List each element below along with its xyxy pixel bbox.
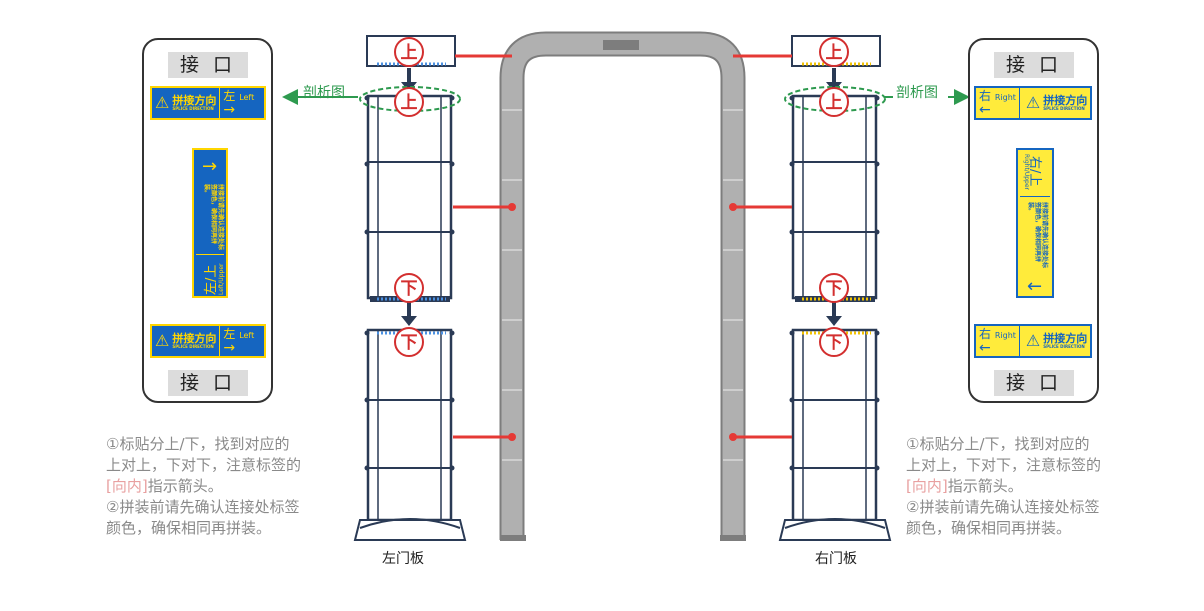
badge-up-text: 上 xyxy=(826,43,843,63)
left-instructions: ①标贴分上/下，找到对应的 上对上，下对下，注意标签的 [向内]指示箭头。 ②拼… xyxy=(106,435,302,537)
badge-up-right-top xyxy=(819,37,849,67)
badge-down-left-bottom xyxy=(394,327,424,357)
arrow-left-icon: ← xyxy=(979,102,991,118)
arrow-left-icon: ← xyxy=(1027,276,1043,297)
badge-up-left-bottom xyxy=(394,87,424,117)
warning-icon: ⚠ xyxy=(155,93,170,112)
badge-down-right-top xyxy=(819,273,849,303)
section-view-label-left: 剖析图 xyxy=(303,85,345,101)
arrow-right-icon: → xyxy=(202,156,218,177)
badge-down-left-top xyxy=(394,273,424,303)
badge-up-text: 上 xyxy=(826,93,843,113)
arrow-right-icon: → xyxy=(223,340,236,356)
left-splice-label-vertical: → 拼接前请先确认连接处标签颜色，确保相同再拼装。 左/上 Left/Upper xyxy=(192,148,228,298)
left-label-card: 接 口 ⚠ 拼接方向 SPLICE DIRECTION 左 Left → → 拼… xyxy=(142,38,273,403)
arch-frame xyxy=(499,31,746,541)
warning-icon: ⚠ xyxy=(1025,331,1041,350)
connector-lines xyxy=(453,54,792,441)
top-interface-label: 接 口 xyxy=(994,52,1074,78)
right-splice-label-top: 右 Right ← ⚠ 拼接方向 SPLICE DIRECTION xyxy=(974,86,1092,120)
right-door-caption: 右门板 xyxy=(815,551,857,567)
badge-down-text: 下 xyxy=(401,333,418,353)
badge-up-left-top xyxy=(394,37,424,67)
warning-icon: ⚠ xyxy=(1025,93,1041,112)
badge-down-right-bottom xyxy=(819,327,849,357)
right-splice-label-vertical: 右/上 Right/Upper 拼接前请先确认连接处标签颜色，确保相同再拼装。 … xyxy=(1016,148,1054,298)
top-vent xyxy=(603,40,639,50)
section-view-label-right: 剖析图 xyxy=(896,85,938,101)
badge-up-text: 上 xyxy=(401,93,418,113)
right-splice-label-bottom: 右 Right ← ⚠ 拼接方向 SPLICE DIRECTION xyxy=(974,324,1092,358)
badge-up-right-bottom xyxy=(819,87,849,117)
bottom-interface-label: 接 口 xyxy=(994,370,1074,396)
bottom-interface-label: 接 口 xyxy=(168,370,248,396)
left-splice-label-bottom: ⚠ 拼接方向 SPLICE DIRECTION 左 Left → xyxy=(150,324,266,358)
badge-down-text: 下 xyxy=(826,279,843,299)
arrow-left-icon: ← xyxy=(979,340,991,356)
badge-down-text: 下 xyxy=(826,333,843,353)
top-interface-label: 接 口 xyxy=(168,52,248,78)
left-splice-label-top: ⚠ 拼接方向 SPLICE DIRECTION 左 Left → xyxy=(150,86,266,120)
badge-up-text: 上 xyxy=(401,43,418,63)
badge-down-text: 下 xyxy=(401,279,418,299)
arrow-right-icon: → xyxy=(223,102,236,118)
right-label-card: 接 口 右 Right ← ⚠ 拼接方向 SPLICE DIRECTION 右/… xyxy=(968,38,1099,403)
up-badges xyxy=(394,37,849,117)
warning-icon: ⚠ xyxy=(155,331,170,350)
left-door-caption: 左门板 xyxy=(382,551,424,567)
down-badges xyxy=(394,273,849,357)
right-instructions: ①标贴分上/下，找到对应的 上对上，下对下，注意标签的 [向内]指示箭头。 ②拼… xyxy=(906,435,1102,537)
